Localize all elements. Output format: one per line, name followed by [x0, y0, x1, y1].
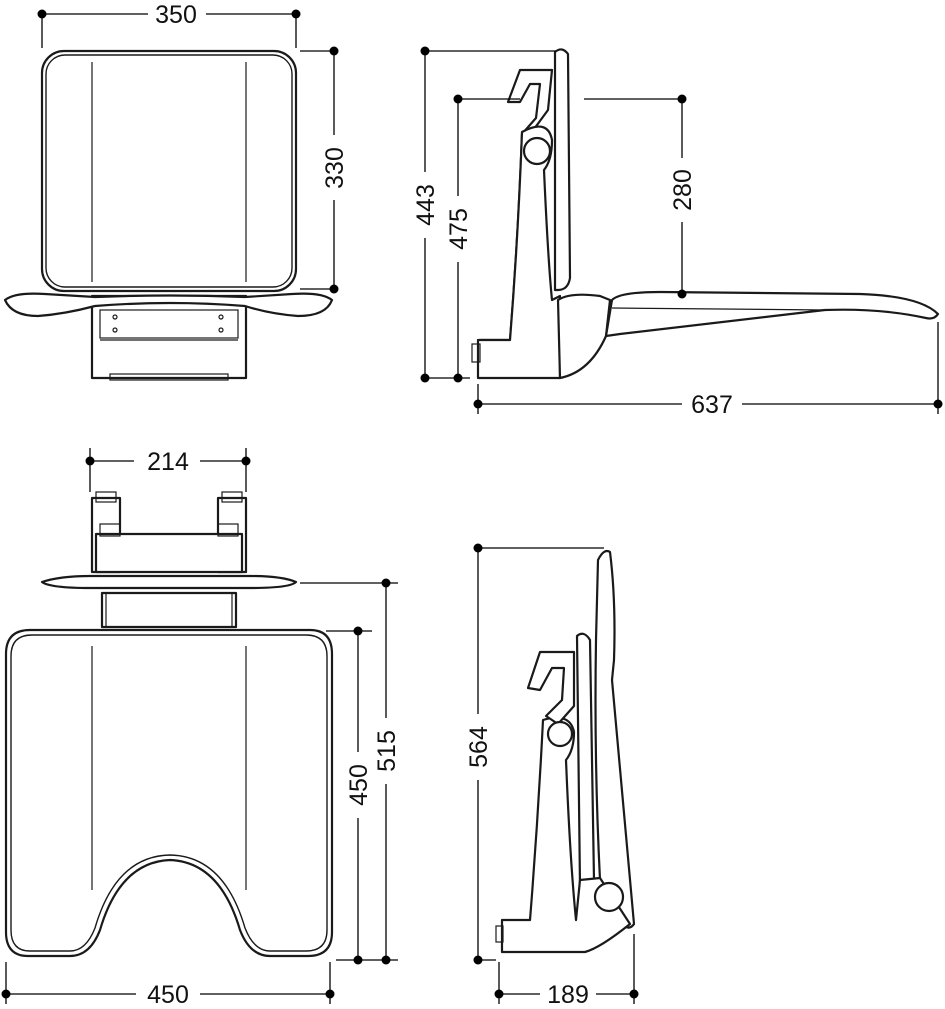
dimension-label: 189 [547, 981, 589, 1009]
dimension-637: 637 [473, 322, 943, 419]
dimension-label: 475 [445, 208, 473, 250]
dimension-564: 564 [465, 543, 604, 965]
dimension-label: 214 [147, 448, 189, 476]
seat-top-view [4, 491, 334, 958]
dimension-450-horizontal: 450 [1, 962, 335, 1009]
dimension-label: 443 [412, 184, 440, 226]
dimension-label: 330 [321, 147, 349, 189]
dimension-label: 350 [155, 1, 197, 29]
dimension-475: 475 [445, 94, 520, 383]
dimension-214: 214 [85, 448, 251, 492]
dimension-label: 564 [465, 726, 493, 768]
side-view-unfolded [471, 48, 940, 380]
dimension-515: 515 [300, 578, 401, 965]
dimension-label: 450 [345, 764, 373, 806]
dimension-443: 443 [412, 46, 556, 383]
dimension-189: 189 [494, 934, 639, 1009]
dimension-label: 450 [147, 981, 189, 1009]
dimension-label: 637 [691, 391, 733, 419]
dimension-450-vertical: 450 [326, 626, 398, 965]
dimension-330: 330 [300, 46, 349, 294]
dimension-label: 515 [373, 730, 401, 772]
dimension-350: 350 [37, 1, 301, 48]
dimension-280: 280 [584, 94, 697, 299]
dimension-label: 280 [669, 169, 697, 211]
backrest-front-view [3, 49, 334, 381]
side-view-folded [495, 549, 636, 954]
